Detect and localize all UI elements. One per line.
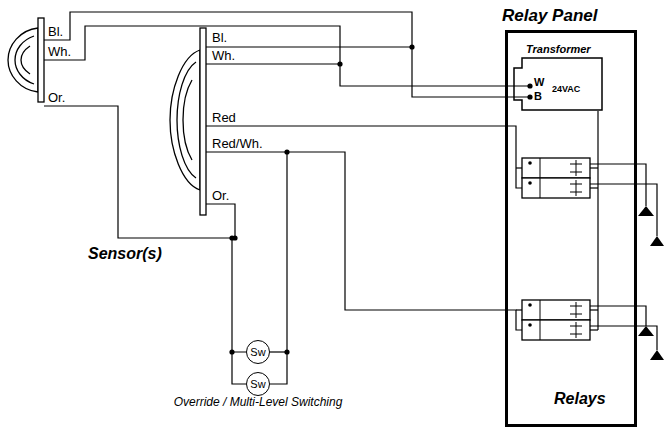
wire [206,152,522,330]
relay-coil-dot [528,323,532,327]
wire-color: Bl. [212,30,227,45]
sensor-illustration [8,18,206,215]
load-terminal [638,206,664,360]
junction-dot [337,61,342,66]
relay-coil-dot [528,161,532,165]
sensor-illustration [170,50,200,190]
sensor-illustration [200,28,206,215]
relay-contact [540,158,541,340]
wire-connector [232,352,246,384]
load-terminal [650,236,664,246]
relay-coil-dot [528,303,532,307]
relay-contact [540,158,582,340]
sensor-illustration [21,46,30,74]
relay-panel: Relay PanelRelaysTransformerWB24VAC [505,30,637,427]
transformer-title: Transformer [526,43,591,56]
pin-dot [527,83,532,88]
relay-contact [576,160,577,338]
wire [206,204,235,238]
sensor-illustration [8,28,38,92]
wire [44,12,530,97]
wire-color: Wh. [48,44,71,59]
voltage-label: 24VAC [552,84,580,95]
sensor-illustration [38,18,44,102]
wire [590,306,646,326]
wire [590,329,598,330]
wire [206,46,412,47]
load-terminal [638,206,654,216]
wire-color: Or. [48,90,65,105]
switch-circle: Sw [246,340,270,364]
junction-dot [284,349,289,354]
wire [590,164,646,206]
wire-color: Wh. [212,48,235,63]
wire [44,12,657,384]
wire-color: Bl. [48,24,63,39]
relay-symbol [522,300,590,320]
pin-dot [527,94,532,99]
transformer: TransformerWB 24VAC [512,40,604,112]
wire-color: Red/Wh. [212,136,263,151]
switch-note: Override / Multi-Level Switching [173,396,343,409]
sensor-label: Sensor(s) [88,244,162,263]
switch-label: Sw [250,378,265,390]
pin-label: B [534,90,542,103]
relay-coil-dot [528,181,532,185]
wire [206,63,340,64]
wire [590,187,598,188]
wire-color: Or. [212,188,229,203]
wire [44,106,235,238]
switch-label: Sw [250,346,265,358]
wire-color: Red [212,110,236,125]
wire [206,126,522,188]
relay-symbol [522,320,590,340]
wire [516,309,522,310]
panel-title: Relay Panel [502,6,597,26]
wire [516,167,522,168]
sensor-illustration [183,80,192,160]
wire [590,326,657,350]
load-terminal [638,326,654,336]
relay-symbol [522,178,590,198]
junction-dot [229,44,414,354]
wire [590,184,657,236]
wire [590,167,598,168]
load-terminal [650,350,664,360]
sensor-illustration [15,36,34,84]
wire [590,309,598,310]
wire [231,238,232,352]
wire [44,26,530,86]
switch-circle: Sw [246,372,270,396]
sensor-illustration [177,62,196,178]
relays-label: Relays [554,389,606,408]
relay-symbol [522,158,590,340]
junction-dot [229,235,234,240]
pin-label: W [534,76,544,89]
wire [597,111,598,330]
relay-coil-dot [528,161,532,327]
wire [270,152,287,384]
relay-symbol [522,158,590,178]
junction-dot [409,44,414,49]
junction-dot [284,149,289,154]
transformer-outline [514,58,602,110]
